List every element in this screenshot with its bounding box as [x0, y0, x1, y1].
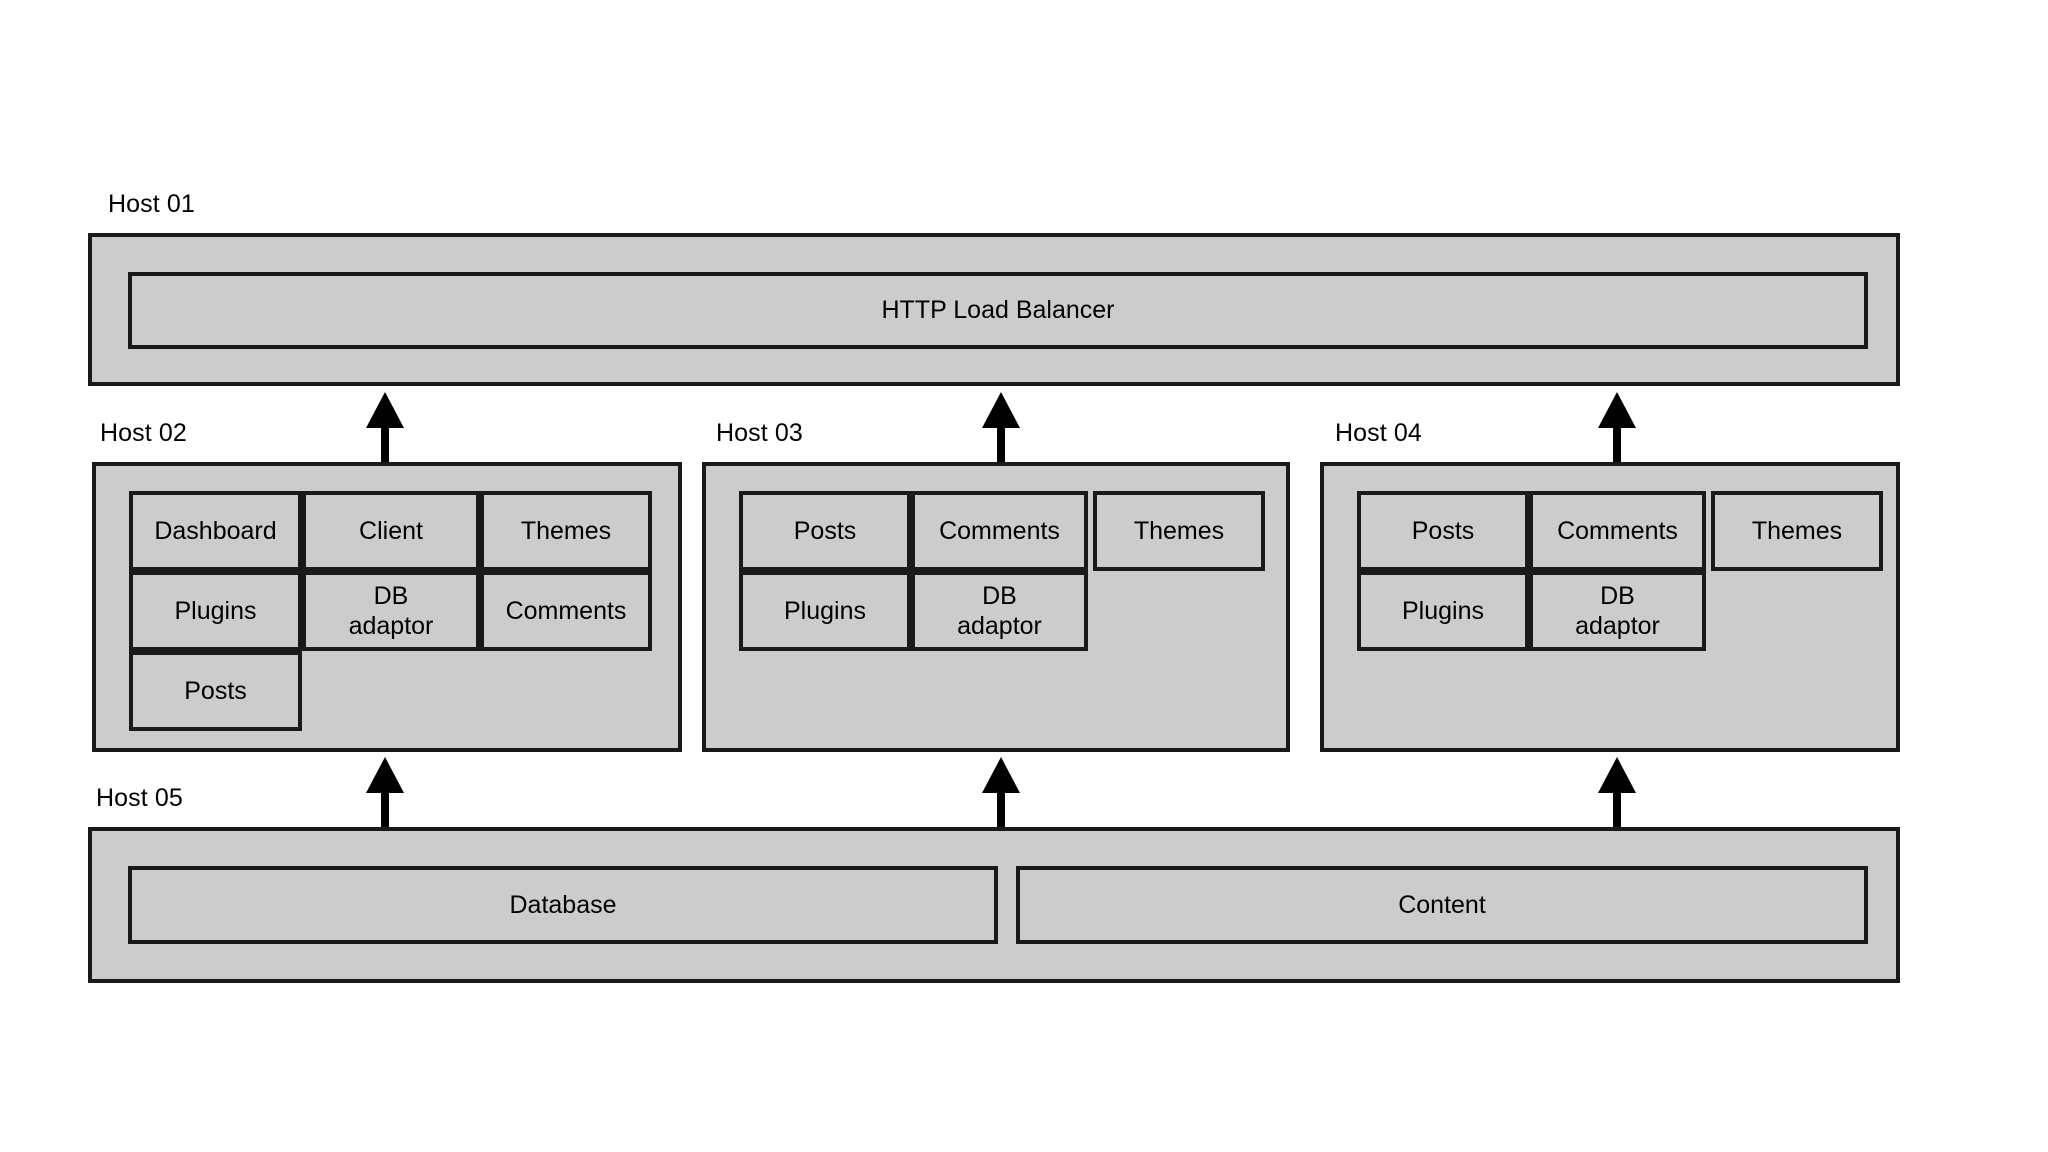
module-label-line2: adaptor [1575, 612, 1660, 640]
host-04-module-plugins: Plugins [1357, 571, 1529, 651]
host-04-module-db-adaptor: DB adaptor [1529, 571, 1706, 651]
http-load-balancer-label: HTTP Load Balancer [881, 296, 1115, 324]
module-label: Plugins [1402, 596, 1484, 625]
arrow-host05-to-host02 [366, 757, 404, 827]
host-02-module-posts: Posts [129, 651, 302, 731]
arrow-host04-to-host01 [1598, 392, 1636, 462]
database-box: Database [128, 866, 998, 944]
host-02-container: Dashboard Client Themes Plugins DB adapt… [92, 462, 682, 752]
host-03-module-posts: Posts [739, 491, 911, 571]
arrow-shaft [381, 422, 389, 462]
host-02-module-plugins: Plugins [129, 571, 302, 651]
host-03-module-comments: Comments [911, 491, 1088, 571]
host-04-module-themes: Themes [1711, 491, 1883, 571]
module-label: Posts [184, 676, 247, 705]
module-label-line1: DB [373, 582, 409, 610]
host-02-module-client: Client [302, 491, 480, 571]
host-02-module-db-adaptor: DB adaptor [302, 571, 480, 651]
host-03-container: Posts Comments Themes Plugins DB adaptor [702, 462, 1290, 752]
host-04-label: Host 04 [1335, 419, 1422, 447]
host-03-module-plugins: Plugins [739, 571, 911, 651]
module-label: Comments [1557, 516, 1678, 545]
content-label: Content [1398, 890, 1486, 919]
host-05-label: Host 05 [96, 784, 183, 812]
module-label: Plugins [784, 596, 866, 625]
host-02-module-dashboard: Dashboard [129, 491, 302, 571]
arrow-host02-to-host01 [366, 392, 404, 462]
module-label-line2: adaptor [957, 612, 1042, 640]
module-label: Themes [1751, 516, 1843, 545]
module-label: Comments [505, 596, 627, 625]
host-03-module-themes: Themes [1093, 491, 1265, 571]
host-01-label: Host 01 [108, 190, 195, 218]
arrow-shaft [997, 787, 1005, 827]
module-label-line2: adaptor [348, 612, 434, 640]
host-04-container: Posts Comments Themes Plugins DB adaptor [1320, 462, 1900, 752]
arrow-shaft [1613, 787, 1621, 827]
module-label: Comments [939, 516, 1060, 545]
arrow-shaft [997, 422, 1005, 462]
host-04-module-posts: Posts [1357, 491, 1529, 571]
module-label: Dashboard [154, 516, 277, 545]
host-02-module-themes: Themes [480, 491, 652, 571]
host-03-label: Host 03 [716, 419, 803, 447]
module-label: Posts [793, 516, 857, 545]
host-02-label: Host 02 [100, 419, 187, 447]
host-02-module-comments: Comments [480, 571, 652, 651]
module-label: Plugins [174, 596, 257, 625]
module-label: Themes [1133, 516, 1225, 545]
http-load-balancer-box: HTTP Load Balancer [128, 272, 1868, 349]
module-label: Posts [1411, 516, 1475, 545]
host-01-container: HTTP Load Balancer [88, 233, 1900, 386]
arrow-shaft [1613, 422, 1621, 462]
module-label-line1: DB [1600, 582, 1635, 610]
host-04-module-comments: Comments [1529, 491, 1706, 571]
module-label: Themes [520, 516, 612, 545]
arrow-host05-to-host04 [1598, 757, 1636, 827]
database-label: Database [509, 890, 617, 919]
arrow-host03-to-host01 [982, 392, 1020, 462]
module-label: Client [359, 516, 423, 545]
host-05-container: Database Content [88, 827, 1900, 983]
arrow-host05-to-host03 [982, 757, 1020, 827]
arrow-shaft [381, 787, 389, 827]
content-box: Content [1016, 866, 1868, 944]
host-03-module-db-adaptor: DB adaptor [911, 571, 1088, 651]
module-label-line1: DB [982, 582, 1017, 610]
